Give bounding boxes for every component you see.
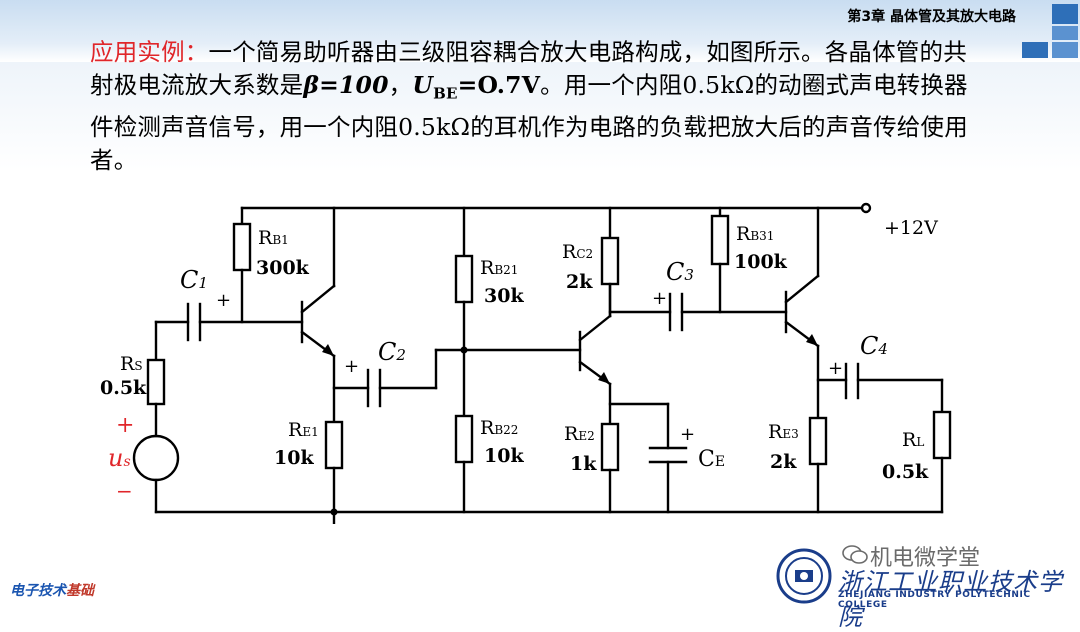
- paragraph-text-2: 。用一个内阻0.5kΩ的动圈式声电转换器件检测声音信号，用一个内阻0.5kΩ的耳…: [90, 71, 968, 174]
- c3-plus: +: [652, 288, 667, 309]
- svg-text:RB21: RB21: [480, 257, 518, 279]
- source-symbol: u: [108, 444, 123, 472]
- rc2-subscript: C2: [576, 247, 593, 261]
- re3-label: R: [768, 421, 783, 443]
- rs-label: R: [120, 353, 135, 375]
- svg-text:RC2: RC2: [562, 241, 593, 263]
- c4-label: C: [860, 332, 878, 360]
- amplifier-circuit-diagram: +12V RB1 300k RS 0.5k + us − C1 + + C2 R…: [76, 174, 968, 524]
- rc2-value: 2k: [566, 271, 593, 293]
- school-seal-icon: [776, 548, 832, 604]
- svg-text:RS: RS: [120, 353, 143, 375]
- rl-label: R: [902, 429, 917, 451]
- re3-subscript: E3: [782, 427, 798, 441]
- c4-subscript: 4: [877, 340, 888, 358]
- problem-paragraph: 应用实例：一个简易助听器由三级阻容耦合放大电路构成，如图所示。各晶体管的共射极电…: [90, 36, 970, 177]
- rb31-subscript: B31: [750, 229, 774, 243]
- svg-text:RE1: RE1: [288, 419, 319, 441]
- re2-label: R: [564, 423, 579, 445]
- rb1-subscript: B1: [272, 233, 288, 247]
- header-band: [0, 0, 1080, 62]
- svg-text:RE2: RE2: [564, 423, 595, 445]
- source-plus: +: [116, 413, 134, 438]
- svg-text:CE: CE: [698, 447, 725, 472]
- svg-text:C3: C3: [666, 258, 694, 286]
- c1-subscript: 1: [198, 274, 208, 292]
- re2-value: 1k: [570, 453, 597, 475]
- ce-plus: +: [680, 424, 695, 445]
- re1-label: R: [288, 419, 303, 441]
- c3-subscript: 3: [684, 266, 694, 284]
- svg-text:C1: C1: [180, 266, 208, 294]
- ube-subscript: BE: [433, 84, 458, 103]
- course-title: 电子技术基础: [10, 580, 94, 600]
- source-subscript: s: [123, 454, 130, 470]
- svg-text:RL: RL: [902, 429, 924, 451]
- corner-logo-icon: [1022, 4, 1078, 58]
- re1-subscript: E1: [302, 425, 318, 439]
- course-title-a: 电子技术: [10, 583, 66, 599]
- source-minus: −: [116, 479, 133, 503]
- c2-label: C: [378, 338, 396, 366]
- c3-label: C: [666, 258, 684, 286]
- rb21-subscript: B21: [494, 263, 518, 277]
- paragraph-lead: 应用实例：: [90, 38, 209, 66]
- svg-text:RB1: RB1: [258, 227, 289, 249]
- rb21-label: R: [480, 257, 495, 279]
- ube-value: =O.7V: [457, 71, 541, 99]
- c1-label: C: [180, 266, 198, 294]
- school-name-en: ZHEJIANG INDUSTRY POLYTECHNIC COLLEGE: [838, 590, 1031, 610]
- ce-label: C: [698, 447, 715, 472]
- svg-text:RB22: RB22: [480, 417, 518, 439]
- re2-subscript: E2: [578, 429, 594, 443]
- re1-value: 10k: [274, 447, 314, 469]
- ce-subscript: E: [715, 454, 725, 470]
- svg-text:RB31: RB31: [736, 223, 774, 245]
- wechat-icon: [842, 544, 868, 570]
- rb22-value: 10k: [484, 445, 524, 467]
- ube-symbol: U: [412, 71, 434, 99]
- rb21-value: 30k: [484, 285, 524, 307]
- header-fade: [0, 62, 1080, 170]
- chapter-title: 第3章 晶体管及其放大电路: [847, 9, 1016, 25]
- rl-subscript: L: [916, 435, 924, 449]
- rb31-value: 100k: [734, 251, 788, 273]
- svg-text:RE3: RE3: [768, 421, 799, 443]
- course-title-b: 基础: [66, 583, 94, 599]
- rb1-label: R: [258, 227, 273, 249]
- c1-plus: +: [216, 290, 231, 311]
- c2-subscript: 2: [395, 346, 406, 364]
- svg-text:C4: C4: [860, 332, 888, 360]
- re3-value: 2k: [770, 451, 797, 473]
- c4-plus: +: [828, 358, 843, 379]
- rb22-label: R: [480, 417, 495, 439]
- rl-value: 0.5k: [882, 461, 929, 483]
- supply-voltage: +12V: [884, 217, 938, 239]
- rs-value: 0.5k: [100, 377, 147, 399]
- svg-text:+12V: +12V: [884, 217, 938, 239]
- rb31-label: R: [736, 223, 751, 245]
- paragraph-text-1: 一个简易助听器由三级阻容耦合放大电路构成，如图所示。各晶体管的共射极电流放大系数…: [90, 38, 967, 99]
- rb1-value: 300k: [256, 257, 310, 279]
- rc2-label: R: [562, 241, 577, 263]
- watermark: 机电微学堂: [870, 546, 981, 571]
- rs-subscript: S: [134, 359, 142, 373]
- svg-text:C2: C2: [378, 338, 406, 366]
- rb22-subscript: B22: [494, 423, 518, 437]
- c2-plus: +: [344, 356, 359, 377]
- beta-value: β=100: [303, 71, 389, 99]
- svg-text:us: us: [108, 444, 131, 472]
- separator: ，: [388, 71, 413, 99]
